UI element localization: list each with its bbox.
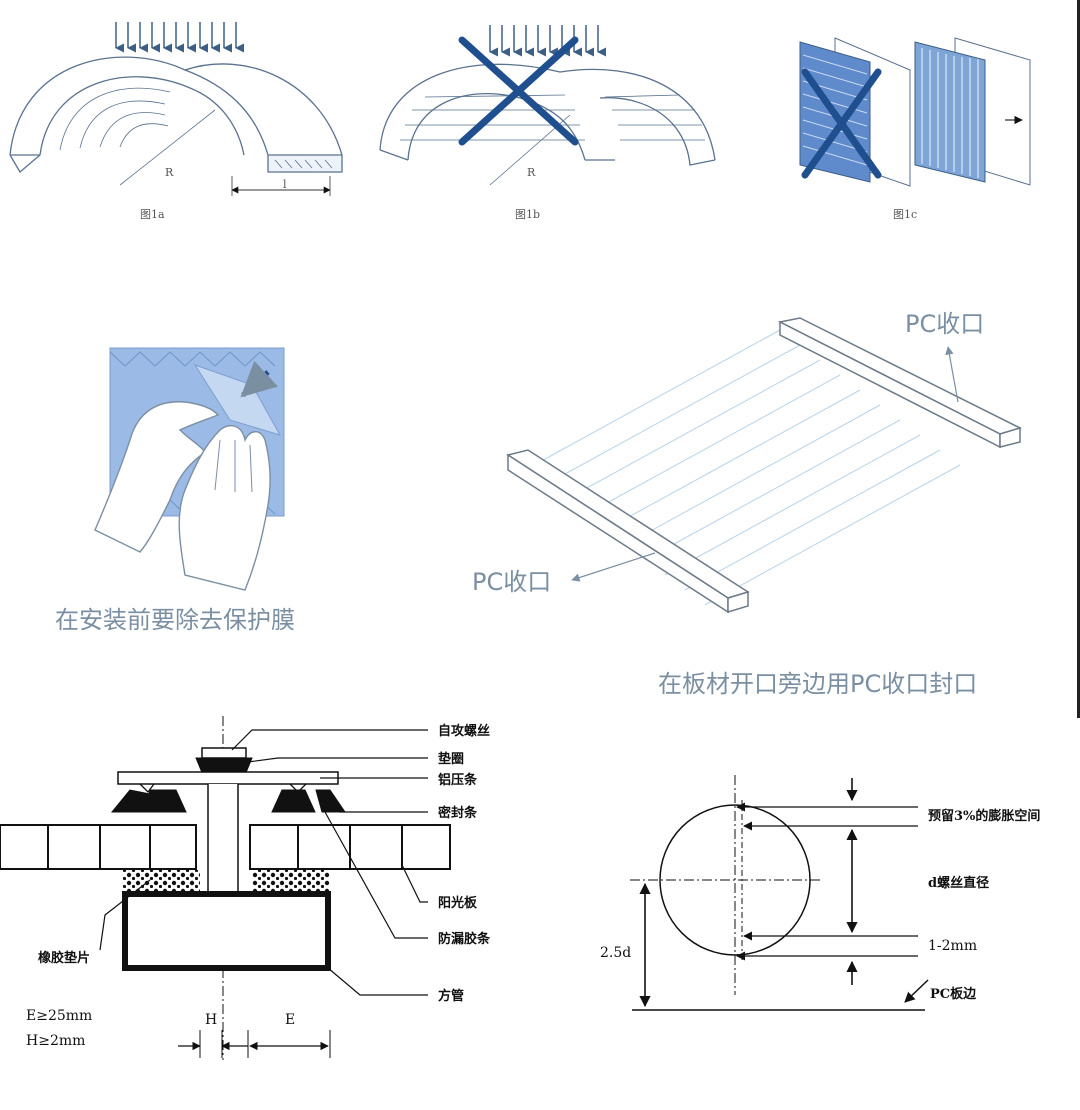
callout-seal-strip: 密封条 <box>437 805 478 821</box>
caption-fig-1b: 图1b <box>515 208 540 221</box>
callout-washer: 垫圈 <box>438 751 464 767</box>
screw-fixing-section <box>0 716 451 1060</box>
callout-rubber-pad: 橡胶垫片 <box>38 950 90 966</box>
arched-panel-correct <box>9 56 343 196</box>
label-clearance: 1-2mm <box>928 938 977 954</box>
edge-seal-caption: 在板材开口旁边用PC收口封口 <box>658 670 977 698</box>
peel-film-illustration <box>94 347 285 591</box>
dim-h-label: H <box>205 1012 217 1028</box>
label-screw-diameter: d螺丝直径 <box>928 875 989 891</box>
callout-self-tapping-screw: 自攻螺丝 <box>438 723 490 739</box>
panel-wrong-orientation <box>799 37 911 187</box>
label-pc-edge: PC板边 <box>930 986 977 1002</box>
hole-spec-diagram <box>630 775 929 1011</box>
label-edge-distance: 2.5d <box>600 945 631 961</box>
antileak-tape-left <box>122 870 200 892</box>
pc-trim-top <box>777 317 1023 449</box>
callout-pc-sheet: 阳光板 <box>438 895 478 911</box>
pc-sheet-with-trims <box>506 317 1023 614</box>
figure-1a: R l 图1a <box>9 22 343 221</box>
callout-antileak-tape: 防漏胶条 <box>438 931 491 947</box>
pc-trim-bottom <box>506 449 750 614</box>
cross-mark-b <box>458 36 579 146</box>
antileak-tape-right <box>252 870 330 892</box>
square-tube <box>122 891 331 971</box>
seal-strip-right <box>271 789 316 813</box>
radius-label-b: R <box>527 166 536 179</box>
aluminum-strip <box>117 771 339 785</box>
load-arrows <box>115 22 245 53</box>
label-expansion-space: 预留3%的膨胀空间 <box>928 808 1040 824</box>
screw-callouts: 自攻螺丝 垫圈 铝压条 密封条 阳光板 防漏胶条 方管 橡胶垫片 E≥25mm … <box>26 723 491 1049</box>
figure-1b: R 图1b <box>379 25 716 221</box>
dim-e-label: E <box>285 1012 295 1028</box>
hands-drawing <box>94 401 271 591</box>
peel-film-caption: 在安装前要除去保护膜 <box>55 606 295 634</box>
spec-h: H≥2mm <box>26 1033 85 1049</box>
right-edge-border <box>1077 0 1080 718</box>
hole-spec-labels: 预留3%的膨胀空间 d螺丝直径 1-2mm 2.5d PC板边 <box>600 808 1040 1002</box>
callout-aluminum-strip: 铝压条 <box>438 772 478 788</box>
screw-head <box>201 747 247 759</box>
arched-panel-wrong <box>379 63 716 186</box>
length-label-a: l <box>283 178 287 191</box>
caption-fig-1a: 图1a <box>140 208 165 221</box>
spec-e: E≥25mm <box>26 1008 92 1024</box>
panel-correct-orientation <box>914 37 1031 186</box>
pc-trim-label-bottom: PC收口 <box>472 568 551 596</box>
load-arrows-b <box>489 25 607 57</box>
figure-1c: 图1c <box>799 37 1031 221</box>
callout-square-tube: 方管 <box>438 988 464 1004</box>
caption-fig-1c: 图1c <box>893 208 917 221</box>
radius-label-a: R <box>165 166 174 179</box>
pc-trim-label-top: PC收口 <box>905 310 984 338</box>
pc-panel-left <box>0 824 197 870</box>
